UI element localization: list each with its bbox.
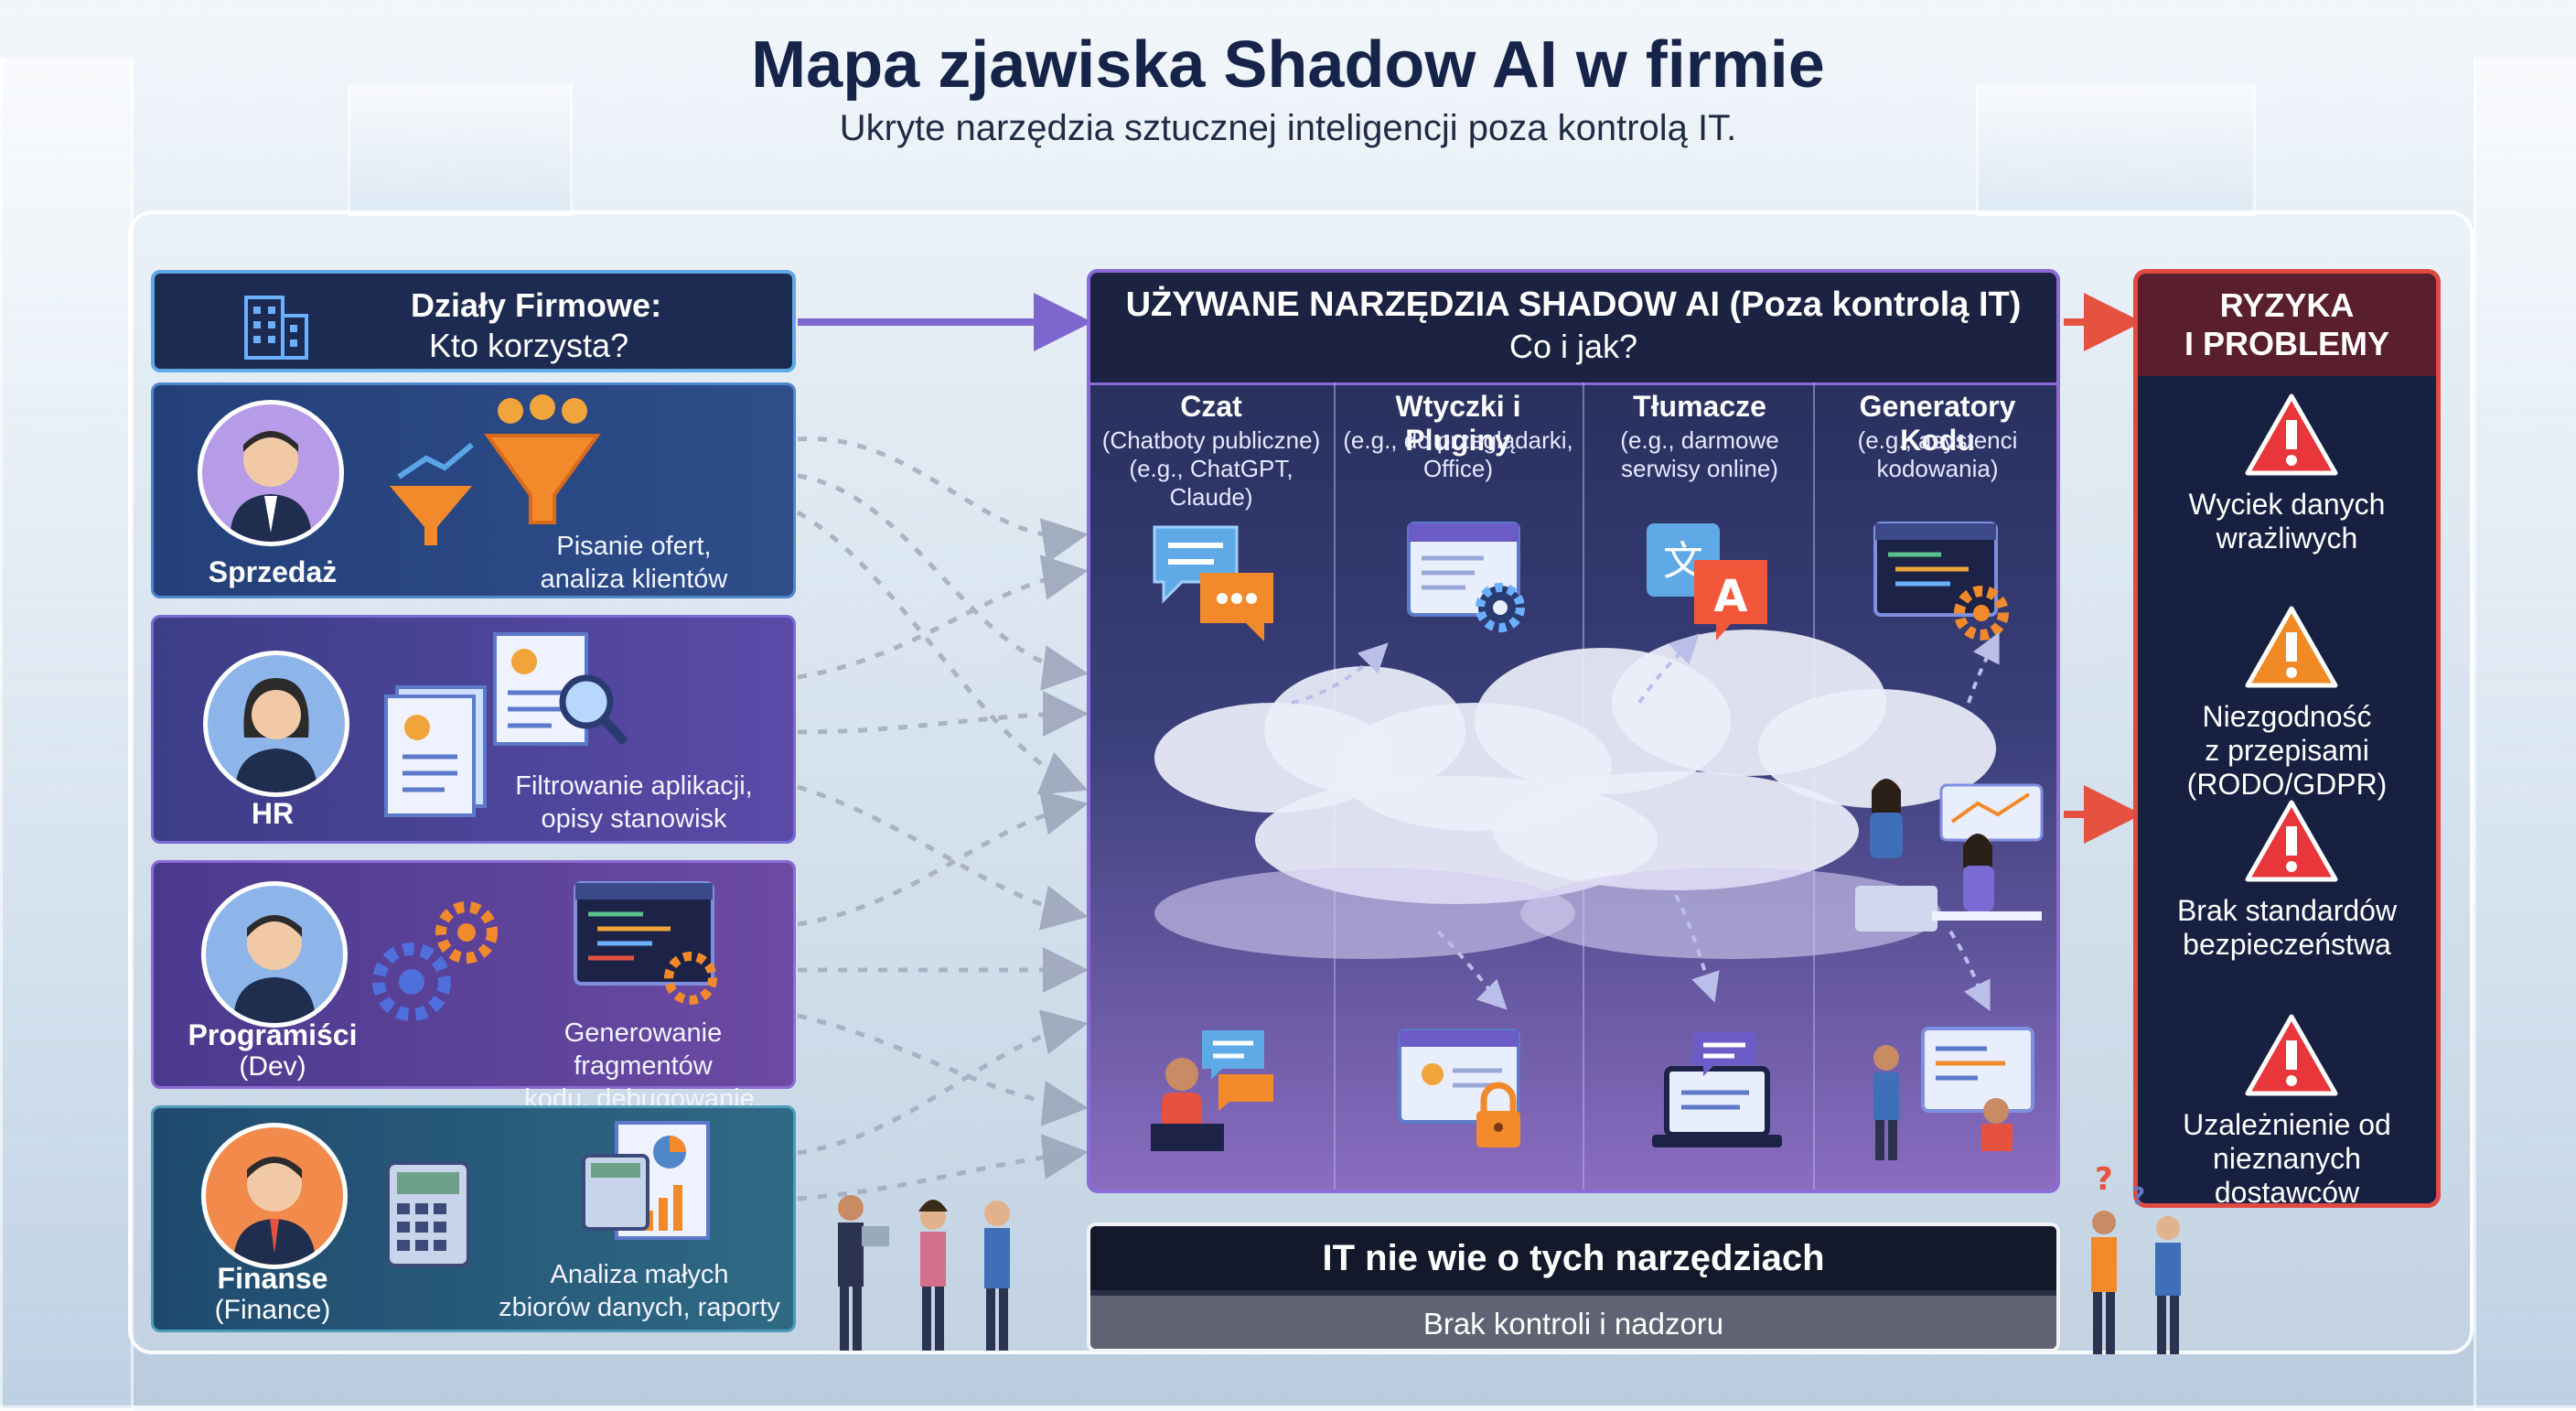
dept-card-sales: Sprzedaż Pisanie ofert,analiza klientów (151, 382, 796, 598)
tool-column-subtitle: (e.g., do przeglądarki,Office) (1343, 426, 1573, 482)
avatar (201, 881, 348, 1028)
chat-bubbles-icon (1153, 525, 1273, 641)
no-control-text: Brak kontroli i nadzoru (1090, 1296, 2056, 1349)
person-chatting-icon (1151, 1030, 1273, 1151)
warning-triangle-icon (2245, 393, 2338, 476)
warning-triangle-icon (2245, 1014, 2338, 1096)
tool-column-title: Wtyczki i Pluginy (1395, 390, 1521, 457)
flow-line (797, 790, 1089, 927)
dept-subname: (Dev) (239, 1051, 306, 1082)
financial-report-icon (582, 1121, 710, 1240)
page-title: Mapa zjawiska Shadow AI w firmie (751, 28, 1825, 102)
avatar (201, 1123, 348, 1269)
risks-header-line1: RYZYKA (2219, 286, 2355, 324)
cloud-illustration (1154, 630, 1996, 959)
tools-header-question: Co i jak? (1508, 328, 1638, 365)
flow-line (797, 473, 1089, 691)
flow-line (797, 555, 1089, 680)
dept-name: Sprzedaż (208, 555, 338, 588)
risks-header-line2: I PROBLEMY (2184, 325, 2389, 362)
gears-icon (372, 901, 498, 1021)
dept-description: Filtrowanie aplikacji,opisy stanowisk (515, 771, 753, 834)
warning-triangle-icon (2245, 606, 2338, 688)
svg-text:?: ? (2095, 1162, 2113, 1198)
flow-line (797, 436, 1089, 564)
background-door (348, 82, 573, 216)
dept-card-hr: HR Filtrowanie aplikacji,opisy stanowisk (151, 615, 796, 844)
funnel-chart-icon (390, 442, 474, 545)
translator-icon: 文A (1647, 523, 1767, 641)
dept-name: Programiści (188, 1018, 358, 1051)
code-editor-icon (574, 881, 717, 1005)
dept-card-dev: Programiści (Dev) Generowanie fragmentów… (151, 860, 796, 1114)
employees-group-illustration (838, 1195, 1010, 1351)
calculator-icon (386, 1161, 470, 1267)
shadow-ai-tools-panel: UŻYWANE NARZĘDZIA SHADOW AI (Poza kontro… (1087, 269, 2060, 1193)
candidate-search-icon (493, 632, 628, 746)
confused-people-illustration: ? ? (2091, 1162, 2181, 1354)
flow-line (797, 1013, 1089, 1126)
resume-document-icon (384, 685, 487, 817)
flow-line (797, 1009, 1089, 1156)
dept-description: Pisanie ofert,analiza klientów (540, 532, 728, 594)
team-with-laptops-illustration (1855, 779, 2044, 932)
flow-line (797, 784, 1089, 931)
flow-line (797, 1134, 1089, 1201)
tools-header: UŻYWANE NARZĘDZIA SHADOW AI (Poza kontro… (1090, 273, 2056, 385)
flow-line (796, 510, 1089, 795)
dept-name: Finanse (217, 1262, 328, 1295)
svg-text:?: ? (2131, 1183, 2145, 1211)
it-awareness-box: IT nie wie o tych narzędziach Brak kontr… (1087, 1223, 2060, 1352)
tool-column-title: Tłumacze (1633, 390, 1766, 423)
tool-flow-arrows (1291, 631, 2000, 1012)
dept-subname: (Finance) (214, 1295, 331, 1325)
developer-at-screen-icon (1873, 1027, 2034, 1160)
background-window-top (1976, 82, 2256, 216)
page-subtitle: Ukryte narzędzia sztucznej inteligencji … (839, 108, 1737, 148)
tool-column-title: Generatory Kodu (1859, 390, 2016, 457)
background-window-right (2474, 55, 2576, 1411)
tool-column-subtitle: (Chatboty publiczne)(e.g., ChatGPT, Clau… (1101, 426, 1321, 511)
background-window-left (0, 55, 134, 1411)
dept-name: HR (251, 797, 295, 830)
tool-column-title: Czat (1180, 390, 1242, 423)
code-generator-icon (1873, 522, 2009, 641)
it-unaware-text: IT nie wie o tych narzędziach (1090, 1226, 2056, 1290)
avatar (198, 400, 344, 546)
laptop-translation-icon (1652, 1032, 1782, 1147)
departments-header-title: Działy Firmowe: (411, 286, 662, 324)
building-icon (244, 296, 308, 360)
svg-text:A: A (1713, 571, 1747, 622)
departments-header: Działy Firmowe: Kto korzysta? (151, 270, 796, 372)
sales-funnel-icon (484, 394, 601, 524)
avatar (203, 651, 349, 797)
tools-header-title: UŻYWANE NARZĘDZIA SHADOW AI (Poza kontro… (1125, 285, 2022, 324)
risks-header: RYZYKA I PROBLEMY (2138, 274, 2436, 376)
departments-header-question: Kto korzysta? (429, 327, 629, 364)
warning-triangle-icon (2245, 800, 2338, 882)
browser-plugin-icon (1407, 522, 1525, 632)
flow-line (797, 691, 1089, 738)
locked-plugin-icon (1398, 1029, 1520, 1147)
